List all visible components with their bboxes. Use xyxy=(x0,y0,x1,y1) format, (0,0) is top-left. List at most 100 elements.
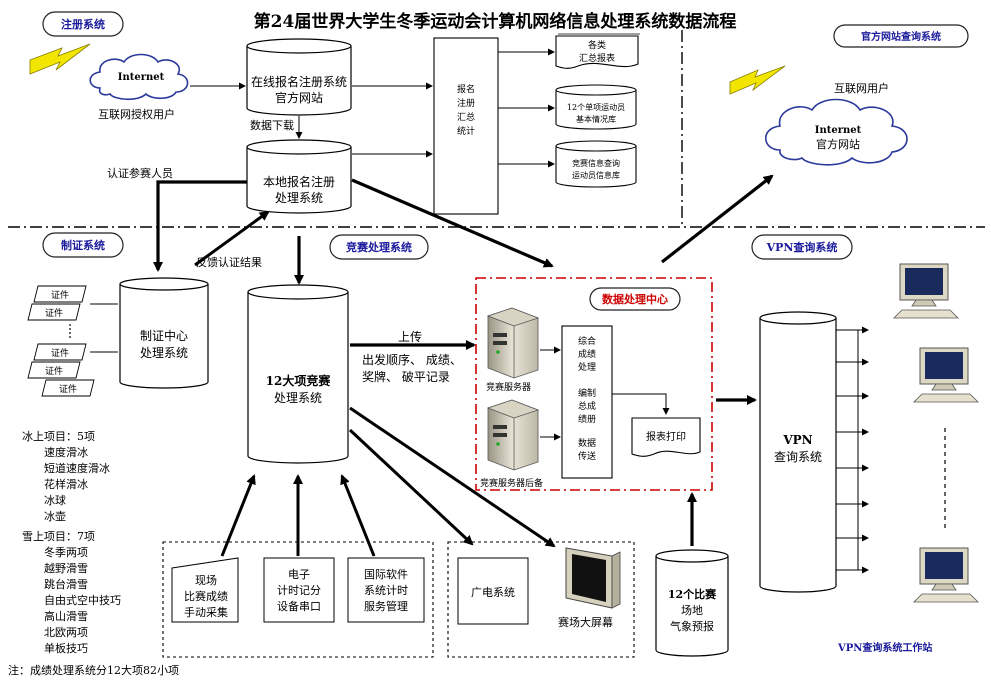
timing-line: 计时记分 xyxy=(277,584,321,597)
process-line: 编制 xyxy=(578,387,596,399)
snow-item: 跳台滑雪 xyxy=(44,577,88,591)
certificate-card: 证件 xyxy=(33,285,87,303)
data-processing-center xyxy=(475,277,713,491)
snow-item: 高山滑雪 xyxy=(44,609,88,623)
intl-software-box: 国际软件 系统计时 服务管理 xyxy=(347,557,425,623)
certificate-stack: 证件 证件 证件 证件 证件 xyxy=(27,285,118,397)
cert-label: 证件 xyxy=(51,289,69,301)
competition-line1: 12大项竞赛 xyxy=(266,373,332,388)
stats-line: 报名 xyxy=(457,83,475,95)
cloud-internet-right: Internet 官方网站 xyxy=(764,98,908,166)
badge-data-center: 数据处理中心 xyxy=(589,287,681,311)
cylinder-competition: 12大项竞赛 处理系统 xyxy=(247,284,349,464)
manual-line: 现场 xyxy=(195,573,217,587)
report-line2: 汇总报表 xyxy=(579,52,615,64)
workstation-computer-icon xyxy=(913,347,979,403)
timing-line: 电子 xyxy=(288,568,310,581)
process-line: 数据 xyxy=(578,437,596,449)
ice-item: 冰球 xyxy=(44,493,66,507)
cloud-internet-left: Internet xyxy=(89,53,189,101)
intl-line: 国际软件 xyxy=(364,567,408,581)
report-document: 各类 汇总报表 xyxy=(555,33,640,69)
certificate-card: 证件 xyxy=(27,361,81,379)
cylinder-badge-center: 制证中心 处理系统 xyxy=(119,277,209,389)
lightning-icon xyxy=(29,43,91,75)
badge-center-line2: 处理系统 xyxy=(140,346,188,360)
process-line: 成绩 xyxy=(578,348,596,360)
ice-item: 冰壶 xyxy=(44,509,66,523)
stats-line: 统计 xyxy=(457,125,475,137)
process-line: 总成 xyxy=(578,400,596,412)
ice-item: 速度滑冰 xyxy=(44,445,88,459)
snow-item: 自由式空中技巧 xyxy=(44,593,121,607)
cylinder-local-registration: 本地报名注册 处理系统 xyxy=(246,139,352,214)
ice-header: 冰上项目：5项 xyxy=(22,430,95,443)
arrow-local-to-datacenter xyxy=(351,178,554,268)
arrow-datacenter-to-cloud xyxy=(661,174,774,264)
screen-label: 赛场大屏幕 xyxy=(558,615,613,629)
local-line2: 处理系统 xyxy=(275,191,323,205)
cloud-left-label: Internet xyxy=(118,72,165,83)
feedback-label: 反馈认证结果 xyxy=(196,256,262,269)
cert-label: 证件 xyxy=(45,365,63,377)
snow-item: 冬季两项 xyxy=(44,545,88,559)
snow-item: 单板技巧 xyxy=(44,641,88,655)
snow-header: 雪上项目：7项 xyxy=(22,530,95,543)
registration-stats-box: 报名 注册 汇总 统计 xyxy=(433,37,499,215)
server2-label: 竞赛服务器后备 xyxy=(480,477,543,489)
manual-line: 比赛成绩 xyxy=(184,589,228,603)
big-screen-icon xyxy=(565,547,621,609)
broadcast-box: 广电系统 xyxy=(457,557,529,625)
upload-label: 上传 xyxy=(398,329,422,344)
process-line: 处理 xyxy=(578,361,596,373)
local-line1: 本地报名注册 xyxy=(263,174,335,189)
intl-line: 系统计时 xyxy=(364,584,408,597)
lightning-icon xyxy=(729,65,786,95)
arrow-feedback xyxy=(194,210,270,267)
datacenter-label: 数据处理中心 xyxy=(602,292,668,306)
sports-note: 注：成绩处理系统分12大项82小项 xyxy=(8,663,179,677)
badge-register-system: 注册系统 xyxy=(42,11,124,37)
badge-register-label: 注册系统 xyxy=(61,17,105,31)
certify-label: 认证参赛人员 xyxy=(107,166,173,180)
process-box: 综合 成绩 处理 编制 总成 绩册 数据 传送 xyxy=(561,325,613,479)
data-download-label: 数据下载 xyxy=(250,118,294,132)
cert-label: 证件 xyxy=(59,383,77,395)
manual-collection-box: 现场 比赛成绩 手动采集 xyxy=(171,557,239,623)
badge-official-site-system: 官方网站查询系统 xyxy=(833,24,969,48)
competition-line2: 处理系统 xyxy=(274,391,322,405)
snow-item: 越野滑雪 xyxy=(44,561,88,575)
process-line: 综合 xyxy=(578,335,596,347)
online-line1: 在线报名注册系统 xyxy=(251,74,347,89)
manual-line: 手动采集 xyxy=(184,605,228,619)
cylinder-online-registration: 在线报名注册系统 官方网站 xyxy=(246,38,352,116)
cylinder-weather: 12个比赛 场地 气象预报 xyxy=(655,549,729,657)
arrow-certify-people xyxy=(153,180,247,272)
vpn-station-label: VPN查询系统工作站 xyxy=(837,641,932,654)
cylinder-vpn: VPN 查询系统 xyxy=(759,311,837,593)
stats-line: 汇总 xyxy=(457,111,475,123)
cert-label: 证件 xyxy=(45,307,63,319)
intl-line: 服务管理 xyxy=(364,599,408,613)
upload-detail-1: 出发顺序、 成绩、 xyxy=(362,352,462,367)
sports-list: 冰上项目：5项 速度滑冰 短道速度滑冰 花样滑冰 冰球 冰壶 雪上项目：7项 冬… xyxy=(8,430,179,677)
arrow-manual-to-competition xyxy=(220,474,256,557)
badge-competition-system: 竞赛处理系统 xyxy=(329,234,429,260)
timing-line: 设备串口 xyxy=(277,599,321,613)
server1-label: 竞赛服务器 xyxy=(486,381,531,393)
weather-line: 气象预报 xyxy=(670,619,714,633)
vpn-line2: 查询系统 xyxy=(774,450,822,464)
badge-vpn-label: VPN查询系统 xyxy=(766,240,838,254)
upload-detail-2: 奖牌、 破平记录 xyxy=(362,369,450,384)
internet-users-label: 互联网用户 xyxy=(834,81,889,95)
server-icon xyxy=(486,399,540,471)
process-line: 传送 xyxy=(578,450,596,462)
print-label: 报表打印 xyxy=(646,430,686,443)
certificate-card: 证件 xyxy=(33,343,87,361)
badge-center-line1: 制证中心 xyxy=(140,328,188,343)
cert-label: 证件 xyxy=(51,347,69,359)
workstation-computer-icon xyxy=(913,547,979,603)
stats-line: 注册 xyxy=(457,97,475,109)
output-devices-group xyxy=(447,541,635,658)
